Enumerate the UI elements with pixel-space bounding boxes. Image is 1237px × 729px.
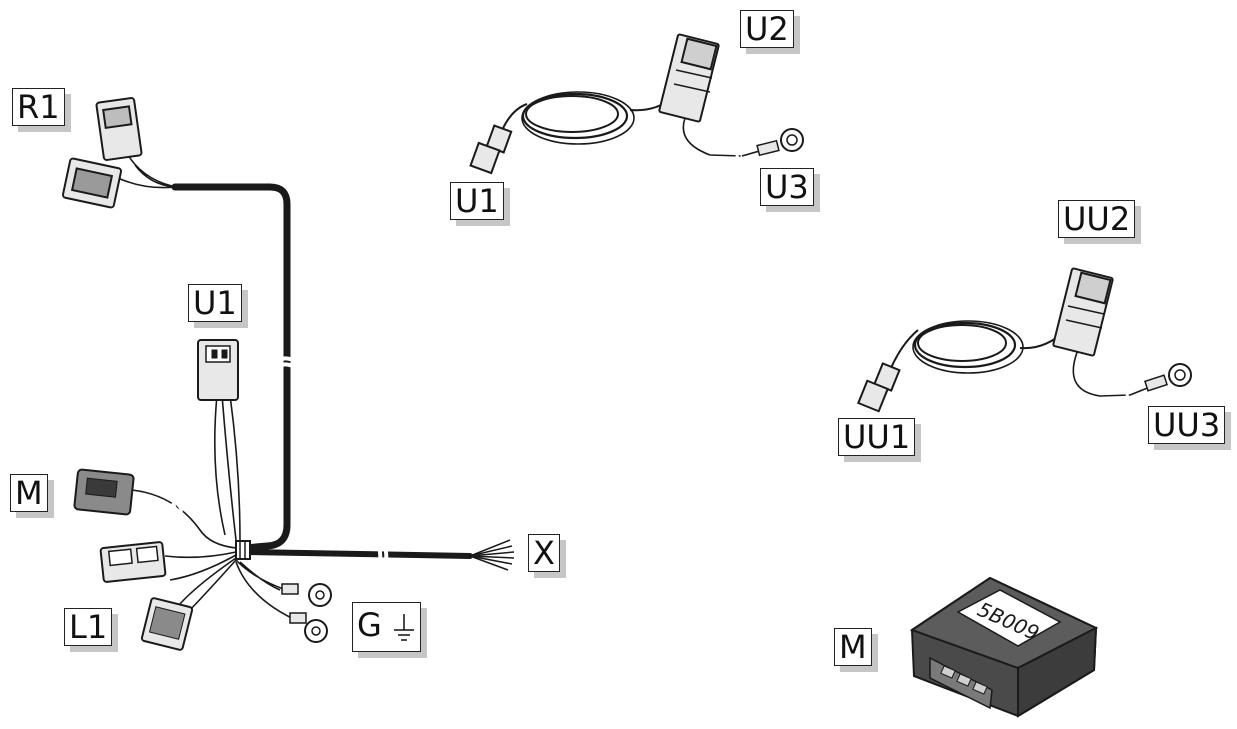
- u1-harness-connector: [197, 339, 241, 541]
- label-m-right: M: [834, 628, 872, 666]
- label-x: X: [528, 534, 560, 572]
- l1-connector: [99, 541, 237, 651]
- u3-ring-terminal: [756, 128, 804, 157]
- label-uu3: UU3: [1148, 406, 1226, 444]
- uu1-kit-connector: [857, 362, 901, 413]
- label-g-text: G: [357, 606, 382, 644]
- junction-sleeve: [235, 540, 251, 560]
- label-r1: R1: [12, 88, 65, 126]
- label-u1-kit: U1: [450, 182, 504, 220]
- label-g: G: [352, 602, 421, 652]
- u2-kit-connector: [658, 33, 720, 123]
- control-module: [909, 576, 1099, 718]
- ground-icon: [393, 614, 414, 641]
- label-u1-harness: U1: [188, 284, 242, 322]
- g-ring-terminals: [235, 559, 332, 643]
- main-harness: [171, 183, 473, 568]
- label-uu2: UU2: [1058, 200, 1136, 238]
- u1-kit-connector: [469, 124, 513, 175]
- r1-connector: [61, 97, 176, 209]
- label-l1: L1: [64, 608, 113, 646]
- m-left-connector: [73, 468, 237, 549]
- u-kit-cable: [499, 91, 771, 164]
- label-m-left: M: [10, 474, 48, 512]
- label-uu1: UU1: [838, 418, 916, 456]
- label-u3: U3: [760, 168, 814, 206]
- x-wire-ends: [469, 539, 515, 571]
- uu2-kit-connector: [1052, 267, 1114, 357]
- label-u2: U2: [740, 10, 794, 48]
- uu-kit-cable: [887, 320, 1161, 403]
- uu3-ring-terminal: [1143, 363, 1192, 392]
